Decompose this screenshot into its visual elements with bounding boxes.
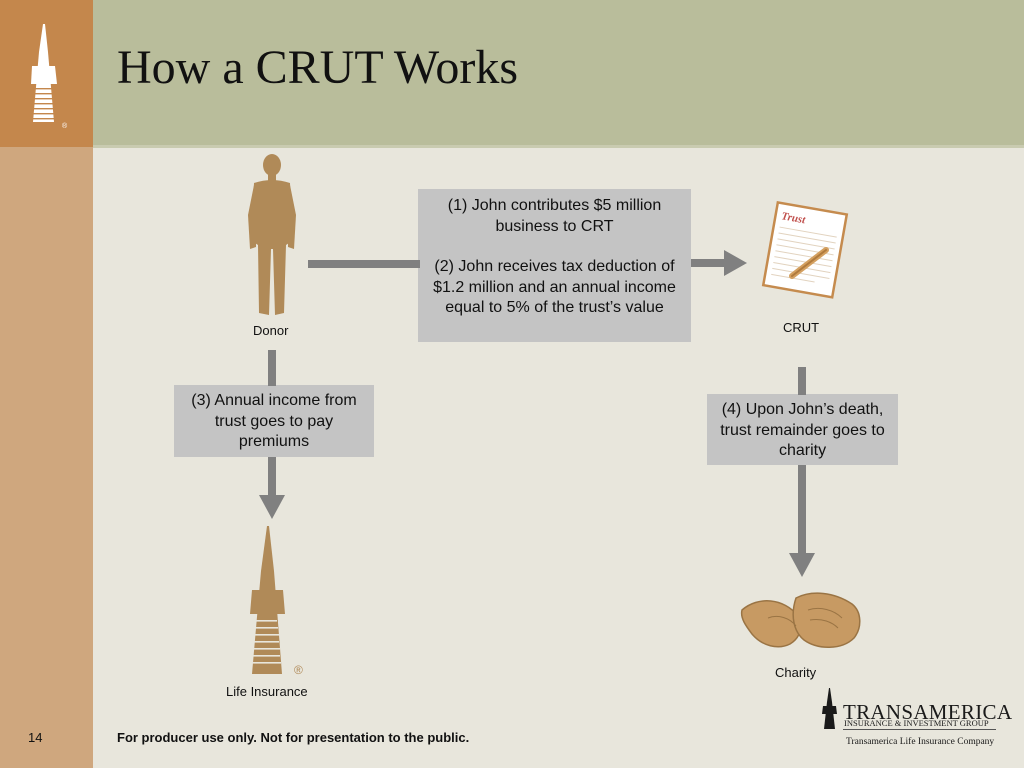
trust-document-pen-icon: Trust: [761, 200, 849, 299]
svg-text:®: ®: [62, 122, 68, 130]
brand-company: Transamerica Life Insurance Company: [846, 737, 995, 747]
open-hands-icon: [740, 592, 861, 648]
crut-label: CRUT: [783, 320, 820, 335]
step-3-box: (3) Annual income from trust goes to pay…: [174, 385, 374, 457]
header-divider: [93, 145, 1024, 148]
person-silhouette-icon: [248, 154, 296, 315]
arrow-box-to-crut: [691, 250, 747, 276]
arrow-box3-to-life-insurance: [259, 457, 285, 519]
transamerica-pyramid-icon: ®: [31, 24, 68, 130]
sidebar-bottom-band: [0, 147, 93, 768]
document-title: Trust: [780, 210, 807, 226]
brand-divider: [843, 729, 996, 730]
brand-name: TRANSAMERICA: [843, 700, 1013, 724]
footer-disclaimer: For producer use only. Not for presentat…: [117, 730, 470, 745]
arrow-donor-to-box: [308, 260, 420, 268]
step-4-text: (4) Upon John’s death, trust remainder g…: [720, 401, 885, 459]
charity-label: Charity: [775, 665, 817, 680]
arrow-donor-to-box3: [268, 350, 276, 386]
step-2-text: (2) John receives tax deduction of $1.2 …: [433, 258, 676, 316]
svg-text:®: ®: [294, 663, 303, 677]
donor-label: Donor: [253, 323, 289, 338]
step-1-text: (1) John contributes $5 million business…: [447, 197, 662, 235]
step-3-text: (3) Annual income from trust goes to pay…: [191, 392, 357, 450]
arrow-box4-to-charity: [789, 465, 815, 577]
step-1-2-box: (1) John contributes $5 million business…: [418, 189, 691, 342]
arrow-crut-to-box4: [798, 367, 806, 395]
step-4-box: (4) Upon John’s death, trust remainder g…: [707, 394, 898, 465]
page-number: 14: [28, 730, 43, 745]
transamerica-pyramid-icon: [822, 688, 837, 729]
header-band: [93, 0, 1024, 147]
page-title: How a CRUT Works: [117, 41, 519, 94]
transamerica-pyramid-icon: ®: [250, 526, 303, 677]
brand-tagline: INSURANCE & INVESTMENT GROUP: [844, 718, 989, 728]
life-insurance-label: Life Insurance: [226, 684, 308, 699]
